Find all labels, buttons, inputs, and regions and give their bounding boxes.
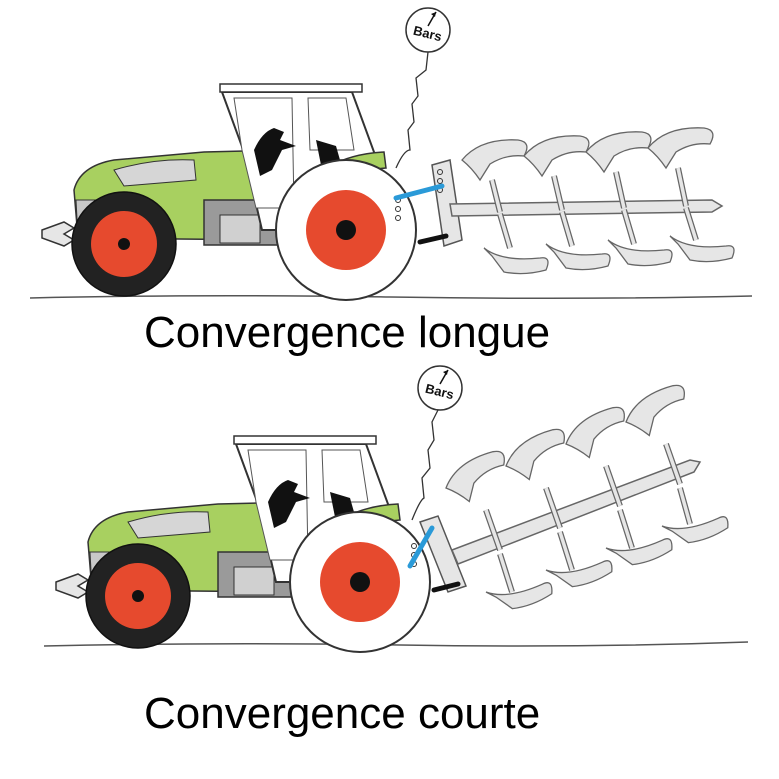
plough [449, 127, 735, 275]
diagram-long-svg: Bars [29, 7, 753, 301]
diagram-panel-long: Bars Convergence longue [0, 0, 779, 360]
tractor [55, 435, 431, 653]
diagram-short-svg: Bars [43, 365, 749, 653]
gauge-hose [395, 51, 429, 169]
gauge-label: Bars [424, 381, 456, 403]
plough [439, 382, 732, 617]
gauge-hose [411, 409, 439, 521]
top-link-blue [393, 183, 445, 201]
lower-link [431, 581, 461, 593]
pressure-gauge-icon: Bars [417, 365, 463, 411]
diagram-panel-short: Bars Convergence courte [0, 360, 779, 779]
top-link-blue [407, 525, 435, 569]
hitch-frame [431, 159, 463, 247]
caption-convergence-longue: Convergence longue [144, 308, 551, 357]
pressure-gauge-icon: Bars [405, 7, 451, 53]
gauge-label: Bars [412, 23, 444, 45]
hitch-frame [419, 515, 467, 593]
ground-line [29, 294, 753, 300]
tractor [41, 83, 417, 301]
caption-convergence-courte: Convergence courte [144, 689, 541, 738]
lower-link [417, 233, 449, 245]
